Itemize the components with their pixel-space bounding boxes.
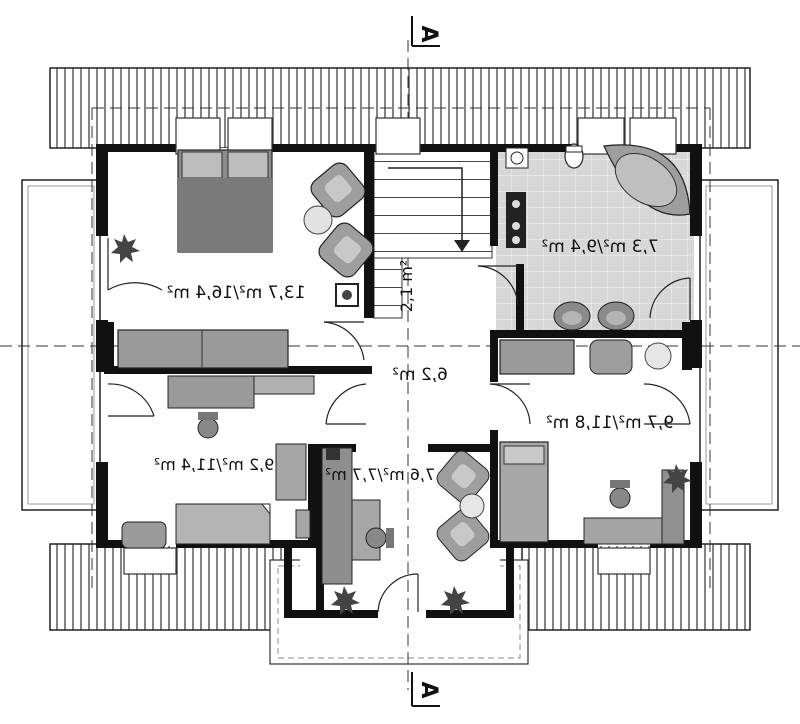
sinks: [553, 301, 635, 331]
balcony-left: [21, 179, 101, 511]
room-area-stairs: 2,1 m²: [397, 260, 416, 313]
room-area-bedroom-main: 13,7 m²/16,4 m²: [167, 283, 306, 303]
office-chair-dormer: [365, 527, 394, 549]
room-area-bedroom-center: 7,6 m²/7,7 m²: [325, 465, 435, 484]
bookshelf-left: [167, 375, 315, 409]
plant-icon-right: [663, 464, 692, 493]
desk-right: [583, 469, 685, 545]
plant-icon-dormer-left: [331, 586, 360, 615]
armchair-3: [589, 339, 633, 375]
room-area-bath: 7,3 m²/9,4 m²: [541, 237, 658, 257]
washing-machine: [505, 147, 529, 169]
armchair-1: [310, 162, 366, 218]
side-table-2: [644, 342, 672, 370]
section-label-top: A: [416, 25, 441, 42]
sofa-bed: [499, 339, 575, 375]
room-labels: 13,7 m²/16,4 m² 6,2 m² 7,3 m²/9,4 m² 9,7…: [154, 237, 674, 484]
side-table-3: [459, 493, 485, 519]
armchair-2: [318, 222, 374, 278]
armchair-5: [436, 508, 490, 562]
wardrobe: [117, 329, 289, 369]
armchair-left-low: [121, 521, 167, 549]
section-marker-bottom: A: [411, 672, 441, 707]
section-label-bottom: A: [416, 681, 441, 698]
room-area-bedroom-right: 9,7 m²/11,8 m²: [546, 413, 674, 433]
armchair-4: [436, 450, 490, 504]
office-chair-right: [609, 480, 631, 509]
boiler: [506, 192, 526, 248]
cabinet-tall: [275, 443, 311, 539]
balcony-right: [699, 179, 779, 511]
office-chair-left: [197, 412, 219, 439]
section-marker-top: A: [411, 16, 441, 47]
bed-double: [177, 149, 273, 253]
room-area-hall: 6,2 m²: [392, 365, 448, 385]
side-table: [303, 205, 333, 235]
wardrobe-dormer: [321, 447, 353, 585]
plant-icon: [111, 234, 140, 263]
bed-single: [499, 441, 549, 543]
room-area-bedroom-left: 9,2 m²/11,4 m²: [154, 455, 275, 474]
bed-left: [175, 503, 271, 545]
bathtub: [603, 144, 691, 216]
toilet: [564, 143, 584, 169]
plant-icon-dormer-right: [441, 586, 470, 615]
doors: [107, 238, 691, 613]
